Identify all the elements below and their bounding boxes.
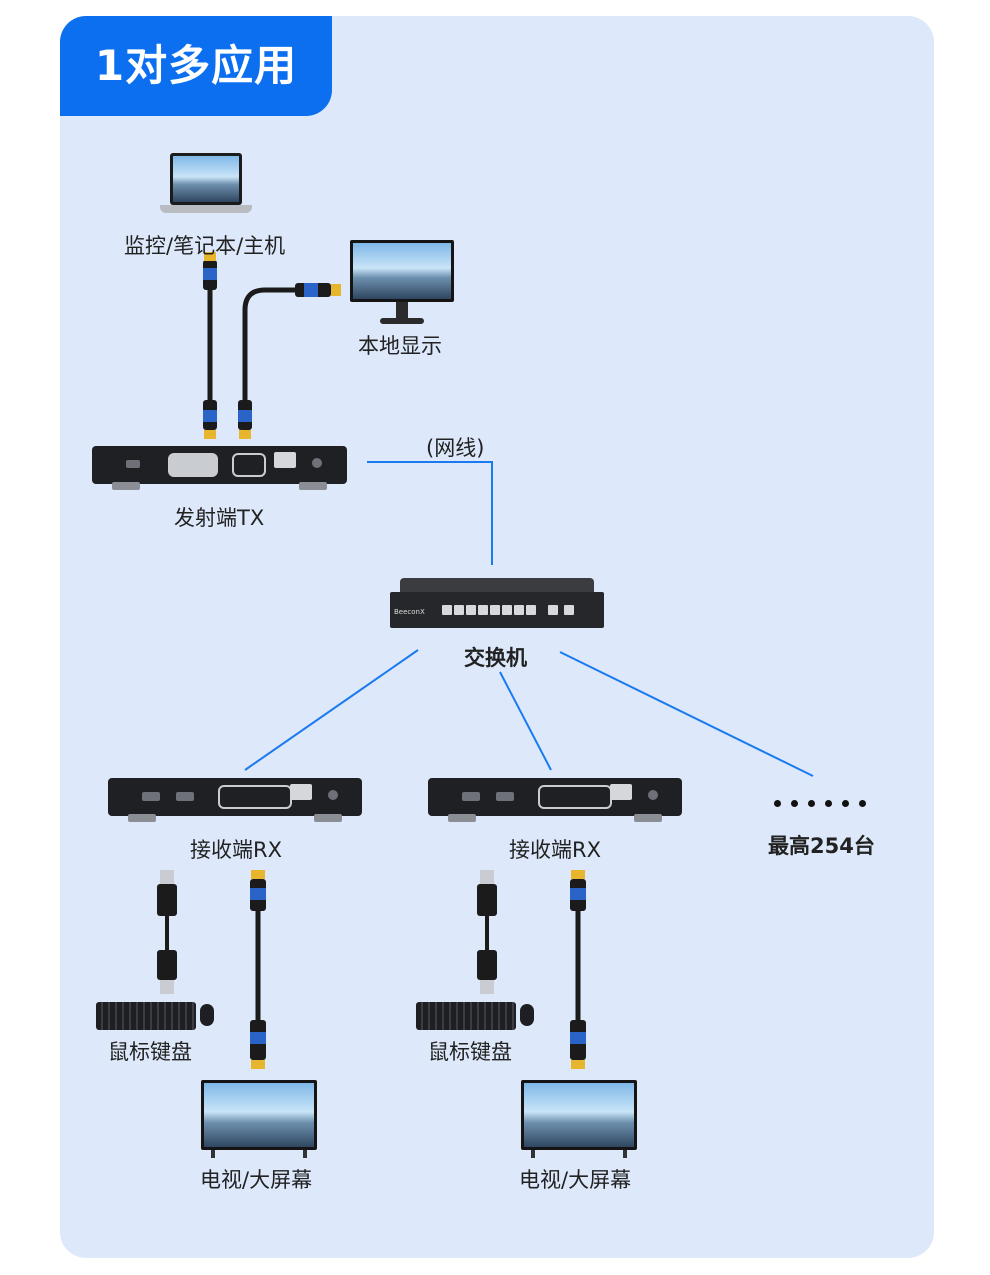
switch-to-rx2-line xyxy=(499,671,552,771)
usb-cable-rx1 xyxy=(157,870,177,994)
mouse-icon xyxy=(200,1004,214,1026)
tv-label-2: 电视/大屏幕 xyxy=(519,1168,632,1192)
monitor-icon xyxy=(350,240,454,326)
local-display-label: 本地显示 xyxy=(358,334,442,358)
hdmi-cable-tx-monitor xyxy=(238,283,341,439)
max-count-label: 最高254台 xyxy=(768,834,875,858)
switch-to-rx1-line xyxy=(244,649,419,771)
tv-icon xyxy=(521,1080,637,1162)
receiver-device-1 xyxy=(108,778,362,822)
hdmi-cable-source-tx xyxy=(203,252,217,439)
network-switch-device: BeeconX xyxy=(390,578,604,628)
receiver-label-1: 接收端RX xyxy=(190,838,282,862)
usb-cable-rx2 xyxy=(477,870,497,994)
receiver-label-2: 接收端RX xyxy=(509,838,601,862)
receiver-device-2 xyxy=(428,778,682,822)
keyboard-icon xyxy=(416,1002,516,1030)
keyboard-mouse-label-1: 鼠标键盘 xyxy=(108,1040,192,1064)
switch-label: 交换机 xyxy=(464,646,527,670)
page-title: 1对多应用 xyxy=(60,16,332,116)
more-devices-ellipsis-icon xyxy=(774,792,876,811)
diagram-panel xyxy=(60,16,934,1258)
transmitter-label: 发射端TX xyxy=(174,506,265,530)
mouse-icon xyxy=(520,1004,534,1026)
keyboard-mouse-label-2: 鼠标键盘 xyxy=(428,1040,512,1064)
laptop-icon xyxy=(160,153,252,221)
tv-icon xyxy=(201,1080,317,1162)
hdmi-cable-rx1-tv xyxy=(250,870,266,1069)
source-label: 监控/笔记本/主机 xyxy=(124,234,286,258)
keyboard-icon xyxy=(96,1002,196,1030)
network-cable-label: (网线) xyxy=(426,436,485,460)
hdmi-cable-rx2-tv xyxy=(570,870,586,1069)
tx-to-switch-line xyxy=(367,461,493,565)
tv-label-1: 电视/大屏幕 xyxy=(200,1168,313,1192)
switch-brand: BeeconX xyxy=(394,608,425,616)
switch-to-more-line xyxy=(559,651,814,777)
transmitter-device xyxy=(92,446,347,490)
